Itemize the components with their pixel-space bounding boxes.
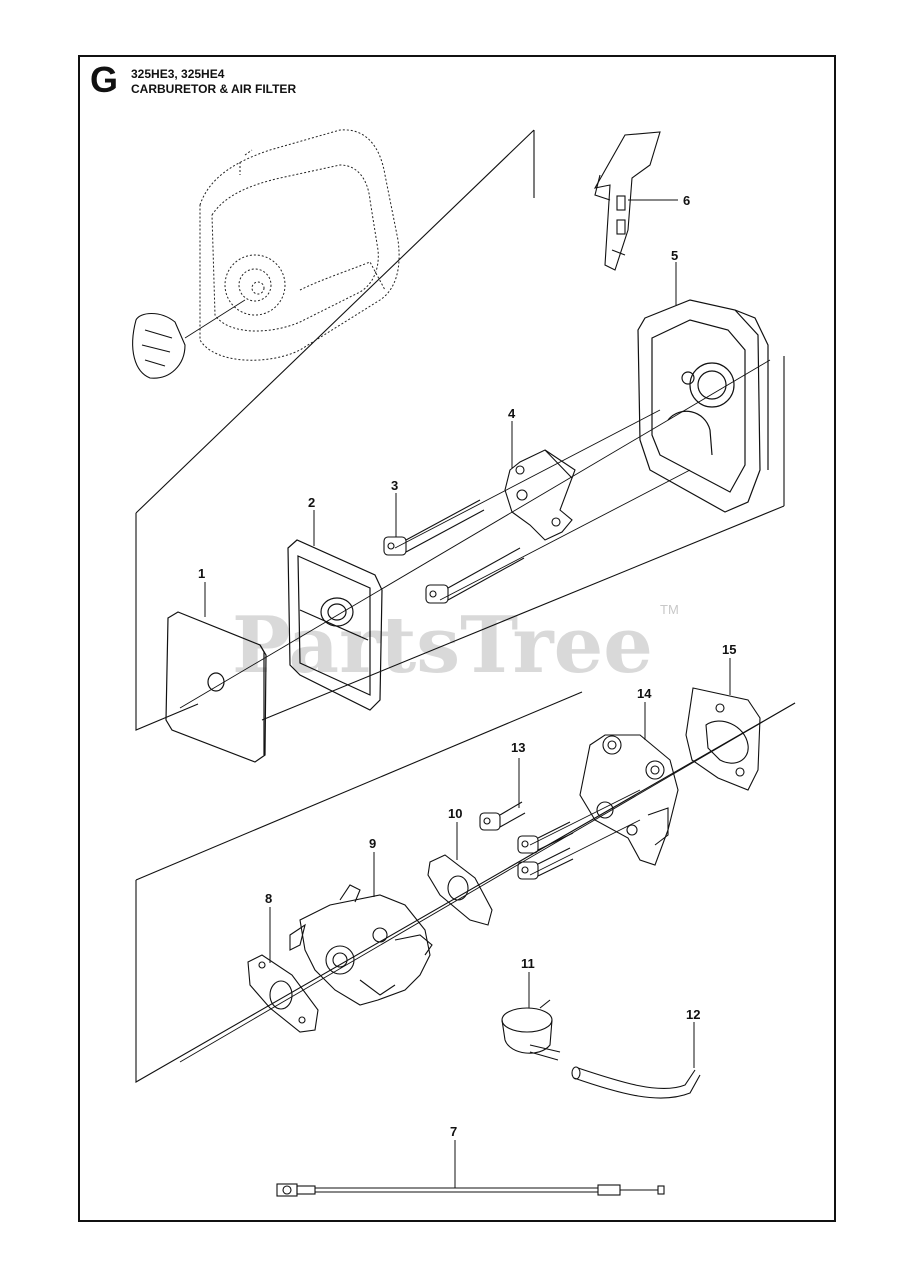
callout-3: 3: [391, 478, 398, 493]
callout-4: 4: [508, 406, 516, 421]
part-10-gasket: [427, 854, 493, 926]
diagram-title: CARBURETOR & AIR FILTER: [131, 82, 297, 96]
callout-12: 12: [686, 1007, 700, 1022]
part-11-primer: [501, 999, 561, 1061]
callout-11: 11: [521, 956, 535, 971]
cover-knob: [132, 299, 246, 379]
plane-lower: [135, 702, 796, 1083]
callout-15: 15: [722, 642, 736, 657]
plane-upper-top: [135, 129, 535, 514]
leader-lines: [204, 199, 731, 1188]
plane-upper-bottom: [261, 505, 785, 721]
part-1-filter-pad: [165, 611, 267, 763]
axis-bolt-c: [529, 789, 641, 846]
callout-2: 2: [308, 495, 315, 510]
callout-14: 14: [637, 686, 652, 701]
part-15-gasket: [685, 687, 761, 791]
callout-1: 1: [198, 566, 205, 581]
section-letter: G: [90, 59, 119, 100]
part-14-manifold: [579, 734, 679, 866]
part-5-housing: [637, 299, 769, 513]
part-13-screws: [479, 801, 574, 880]
watermark-trademark: TM: [660, 602, 679, 617]
axis-bolt-a: [394, 409, 661, 549]
part-6-bracket: [593, 131, 661, 271]
callout-7: 7: [450, 1124, 457, 1139]
callout-9: 9: [369, 836, 376, 851]
axis-upper: [179, 359, 771, 709]
model-numbers: 325HE3, 325HE4: [131, 67, 225, 81]
part-2-filter-frame: [287, 539, 383, 711]
part-9-carburetor: [289, 884, 433, 1006]
plane-lower-top: [135, 691, 583, 881]
axis-bolt-d: [529, 819, 641, 876]
part-8-gasket: [247, 954, 319, 1033]
axis-bolt-b: [439, 469, 691, 601]
part-7-cable: [276, 1183, 665, 1197]
part-4-adapter: [504, 449, 576, 541]
filter-cover: [199, 129, 400, 361]
callout-13: 13: [511, 740, 525, 755]
part-3-screws: [383, 499, 525, 604]
plane-upper-left: [135, 513, 199, 731]
diagram-frame: [78, 55, 836, 1222]
part-12-hose: [571, 1066, 701, 1099]
axis-lower: [179, 702, 796, 1063]
callout-5: 5: [671, 248, 678, 263]
callout-6: 6: [683, 193, 690, 208]
callout-10: 10: [448, 806, 462, 821]
callout-8: 8: [265, 891, 272, 906]
